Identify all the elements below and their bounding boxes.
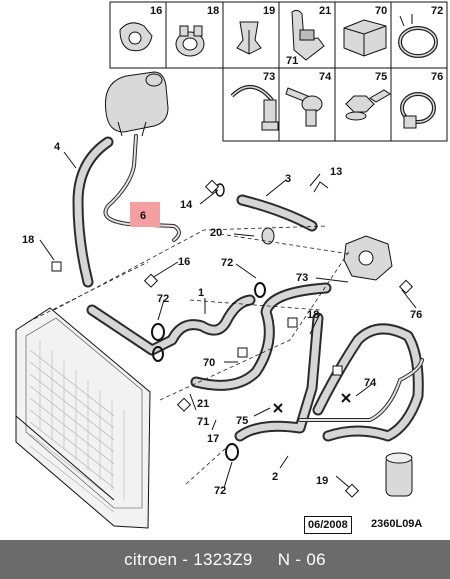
legend-cell-21: 21 71 — [286, 5, 331, 67]
callout-72b: 72 — [221, 257, 233, 269]
callout-16: 16 — [178, 256, 190, 268]
legend-num-21: 21 — [319, 5, 331, 17]
callout-13: 13 — [330, 166, 342, 178]
legend-cell-16: 16 — [119, 5, 162, 52]
legend-cell-75: 75 — [345, 71, 391, 121]
part-info-text: citroen - 1323Z9 N - 06 — [124, 549, 326, 569]
diagram-ref-code: 2360L09A — [371, 518, 423, 530]
radiator — [15, 307, 151, 529]
callout-2: 2 — [272, 471, 278, 483]
legend-cell-73: 73 — [230, 71, 279, 131]
legend-num-72: 72 — [431, 5, 443, 17]
leader-lines — [39, 151, 417, 489]
square-markers — [51, 179, 414, 498]
callout-73: 73 — [296, 272, 308, 284]
pipe-6 — [103, 134, 181, 242]
legend-num-73: 73 — [263, 71, 275, 83]
highlight-box-6 — [130, 202, 160, 227]
legend-cell-18: 18 — [175, 5, 219, 57]
hose-clip-icon — [119, 22, 153, 52]
callout-19: 19 — [316, 475, 328, 487]
callout-70: 70 — [203, 357, 215, 369]
spring-clamp-icon — [398, 14, 438, 58]
mounting-clip-icon — [343, 19, 387, 57]
oil-cooler — [385, 452, 413, 497]
hex-bolt-icon — [345, 89, 391, 121]
thermostat-housing — [343, 235, 393, 281]
cross-markers — [273, 393, 351, 413]
legend-cell-70: 70 — [343, 5, 387, 57]
worm-clamp-icon — [230, 85, 279, 131]
hose-bypass — [298, 358, 424, 422]
callout-18a: 18 — [22, 234, 34, 246]
legend-cell-19: 19 — [236, 5, 275, 55]
clamps — [151, 181, 329, 461]
callout-14: 14 — [180, 199, 193, 211]
hose-3 — [236, 194, 318, 232]
callout-20: 20 — [210, 227, 222, 239]
bolt-icon — [285, 87, 323, 127]
legend-num-74: 74 — [319, 71, 332, 83]
legend-cell-76: 76 — [400, 71, 443, 129]
legend-sub-71: 71 — [286, 55, 298, 67]
clamp-ring-icon — [400, 92, 436, 129]
cooling-system-diagram: 16 18 19 21 71 — [15, 1, 448, 529]
callout-72a: 72 — [157, 293, 169, 305]
callout-74: 74 — [364, 377, 377, 389]
legend-num-70: 70 — [375, 5, 387, 17]
legend-num-75: 75 — [375, 71, 387, 83]
callout-1: 1 — [198, 287, 204, 299]
guide-lines — [27, 225, 351, 485]
retaining-clip-icon — [291, 9, 325, 61]
date-code: 06/2008 — [304, 516, 352, 534]
legend-num-76: 76 — [431, 71, 443, 83]
hose-clamp-icon — [175, 25, 205, 57]
push-clip-icon — [236, 21, 262, 55]
parts-legend-grid: 16 18 19 21 71 — [109, 1, 448, 142]
legend-cell-74: 74 — [285, 71, 332, 127]
callout-75: 75 — [236, 415, 248, 427]
hose-4 — [72, 136, 114, 288]
part-info-bar: citroen - 1323Z9 N - 06 — [0, 540, 450, 579]
hose-2 — [234, 312, 324, 442]
callout-76: 76 — [410, 309, 422, 321]
callout-18b: 18 — [307, 309, 319, 321]
legend-num-19: 19 — [263, 5, 275, 17]
callout-4: 4 — [54, 141, 61, 153]
callout-6: 6 — [140, 210, 146, 222]
callout-17: 17 — [207, 433, 219, 445]
legend-num-18: 18 — [207, 5, 219, 17]
hose-1 — [86, 294, 256, 356]
hose-main-right — [312, 323, 424, 442]
legend-num-16: 16 — [150, 5, 162, 17]
expansion-tank — [104, 71, 169, 137]
callout-72c: 72 — [214, 485, 226, 497]
callout-3: 3 — [285, 173, 291, 185]
hose-17 — [190, 282, 332, 391]
callout-71: 71 — [197, 416, 209, 428]
legend-cell-72: 72 — [398, 5, 443, 58]
callout-21: 21 — [197, 398, 209, 410]
